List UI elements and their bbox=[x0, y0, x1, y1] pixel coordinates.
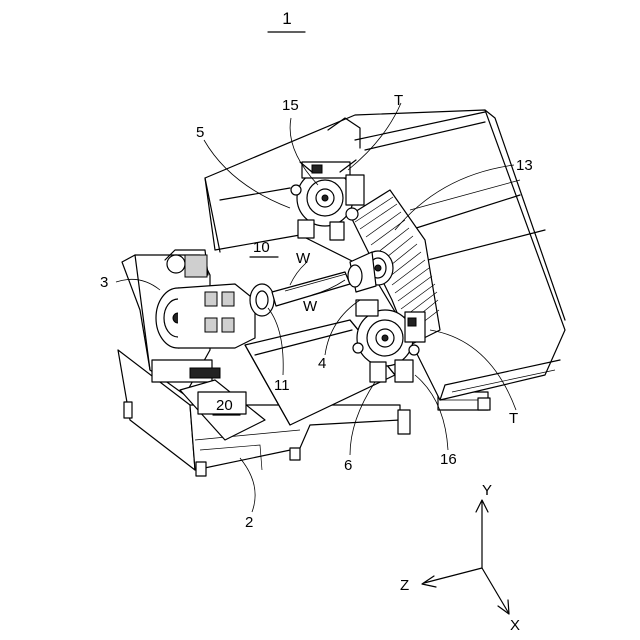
label-16: 16 bbox=[440, 451, 457, 468]
label-t-bottom: T bbox=[509, 410, 518, 427]
label-13: 13 bbox=[516, 157, 533, 174]
label-20: 20 bbox=[216, 397, 233, 414]
z-axis-line bbox=[424, 568, 482, 583]
label-t-top: T bbox=[394, 92, 403, 109]
label-w-lower: W bbox=[303, 298, 318, 315]
coordinate-axes: Y Z X bbox=[400, 482, 520, 634]
label-w-upper: W bbox=[296, 250, 311, 267]
label-15: 15 bbox=[282, 97, 299, 114]
label-2: 2 bbox=[245, 514, 253, 531]
x-axis-line bbox=[482, 568, 508, 612]
axis-label-y: Y bbox=[482, 482, 492, 499]
axis-label-z: Z bbox=[400, 577, 409, 594]
label-6: 6 bbox=[344, 457, 352, 474]
label-4: 4 bbox=[318, 355, 326, 372]
figure-number: 1 bbox=[282, 9, 291, 28]
label-5: 5 bbox=[196, 124, 204, 141]
label-3: 3 bbox=[100, 274, 108, 291]
label-11: 11 bbox=[274, 377, 290, 394]
axis-label-x: X bbox=[510, 617, 520, 634]
label-10: 10 bbox=[253, 239, 270, 256]
